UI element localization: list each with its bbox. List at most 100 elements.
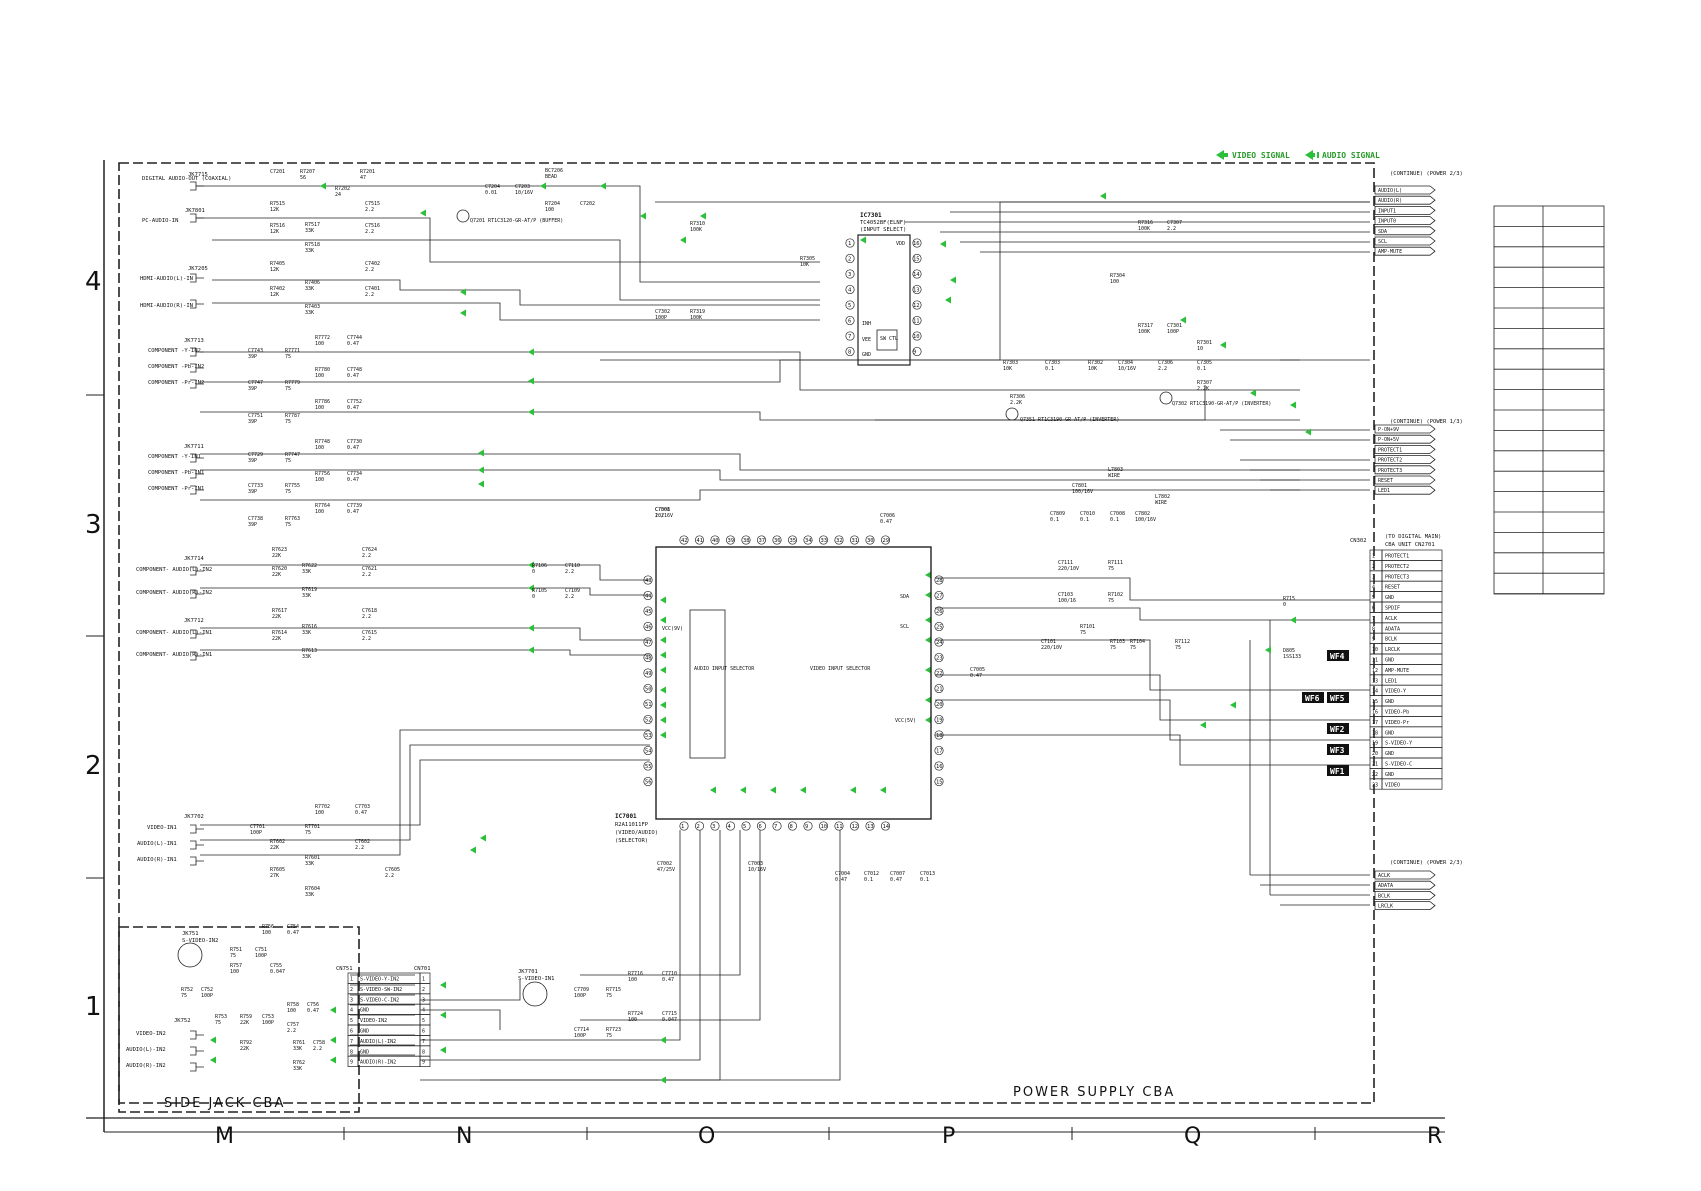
wf4-marker: WF4 bbox=[1330, 652, 1345, 661]
component-ref: R7403 bbox=[305, 304, 320, 310]
component-value: 33K bbox=[305, 248, 314, 254]
component-ref: R7613 bbox=[302, 648, 317, 654]
component-ref: R7306 bbox=[1010, 394, 1025, 400]
component-value: 100 bbox=[315, 405, 324, 411]
ic7001-pin-left-num: 47 bbox=[645, 640, 652, 646]
component-ref: R7106 bbox=[532, 563, 547, 569]
ic7301-pin-left-num: 7 bbox=[848, 334, 851, 340]
signal-arrow-icon bbox=[478, 466, 484, 474]
ic7301-pin-left-num: 3 bbox=[848, 272, 851, 278]
ic7001-ref: IC7001 bbox=[615, 813, 637, 820]
jack-icon bbox=[190, 181, 204, 191]
component-value: 0 bbox=[1283, 602, 1286, 608]
component-value: 75 bbox=[606, 1033, 612, 1039]
component-value: 75 bbox=[285, 522, 291, 528]
component-value: 22K bbox=[272, 614, 281, 620]
component-ref: C7739 bbox=[347, 503, 362, 509]
ic7001-pin-right-num: 19 bbox=[936, 718, 943, 724]
ic7301-pin-left-num: 2 bbox=[848, 257, 851, 263]
bottom-signal-text: ADATA bbox=[1378, 883, 1393, 889]
component-value: 2.2K bbox=[1010, 400, 1022, 406]
jack-icon bbox=[190, 856, 204, 866]
component-ref: R7617 bbox=[272, 608, 287, 614]
cn302-pin-number: 9 bbox=[1372, 637, 1375, 643]
component-ref: D805 bbox=[1283, 648, 1295, 654]
component-value: 75 bbox=[1108, 598, 1114, 604]
ic7001-pin-top-num: 33 bbox=[821, 538, 828, 544]
ic7001-pin-bottom-num: 2 bbox=[697, 824, 700, 830]
component-ref: C7303 bbox=[1045, 360, 1060, 366]
ic7001-pin-bottom bbox=[849, 821, 860, 831]
ic7001-pin-top-num: 30 bbox=[867, 538, 874, 544]
component-ref: C7004 bbox=[835, 871, 850, 877]
signal-arrow-icon bbox=[330, 1036, 336, 1044]
cn302-pin-signal: S-VIDEO-C bbox=[1385, 762, 1412, 768]
component-value: 0.1 bbox=[864, 877, 873, 883]
mid-signal-text: PROTECT3 bbox=[1378, 468, 1402, 474]
ic7301-pin-right bbox=[912, 315, 922, 326]
ic7001-pin-right-num: 28 bbox=[936, 578, 943, 584]
ic7301-gnd: GND bbox=[862, 352, 871, 358]
sj-pin-number-right: 9 bbox=[422, 1060, 425, 1066]
jack-icon bbox=[190, 485, 204, 495]
component-value: 100P bbox=[255, 953, 267, 959]
component-value: 0.47 bbox=[890, 877, 902, 883]
component-value: 39P bbox=[248, 458, 257, 464]
cn302-pin-signal: ACLK bbox=[1385, 616, 1397, 622]
component-ref: C7304 bbox=[1118, 360, 1133, 366]
sj-pin-number-right: 4 bbox=[422, 1008, 425, 1014]
component-value: 100 bbox=[315, 373, 324, 379]
component-value: 75 bbox=[606, 993, 612, 999]
component-value: 39P bbox=[248, 522, 257, 528]
sj-pin-number: 6 bbox=[350, 1029, 353, 1035]
signal-arrow-icon bbox=[925, 666, 931, 674]
component-audio-l-in1-label: COMPONENT- AUDIO(L)-IN1 bbox=[136, 630, 212, 636]
ic7001-pin-right bbox=[934, 683, 944, 694]
cn751-label: CN751 bbox=[336, 966, 353, 972]
right-grid-rows bbox=[1494, 225, 1604, 594]
jk7801-label: JK7801 bbox=[185, 208, 205, 214]
component-ref: R7724 bbox=[628, 1011, 643, 1017]
component-pb-in2-label: COMPONENT -Pb-IN2 bbox=[148, 364, 204, 370]
component-ref: C7402 bbox=[365, 261, 380, 267]
component-ref: R7302 bbox=[1088, 360, 1103, 366]
audio-r-in1-label: AUDIO(R)-IN1 bbox=[137, 857, 177, 863]
component-value: 33K bbox=[293, 1046, 302, 1052]
signal-arrow-icon bbox=[478, 449, 484, 457]
component-ref: R7406 bbox=[305, 280, 320, 286]
jack-icon bbox=[190, 1030, 204, 1040]
component-ref: C7516 bbox=[365, 223, 380, 229]
digital-audio-out-label: DIGITAL AUDIO-OUT (COAXIAL) bbox=[142, 176, 231, 182]
cn302-pin-signal: GND bbox=[1385, 730, 1394, 736]
signal-arrow-icon bbox=[660, 596, 666, 604]
ic7001-pin-right bbox=[934, 590, 944, 601]
component-ref: C7710 bbox=[662, 971, 677, 977]
signal-arrow-icon bbox=[770, 786, 776, 794]
component-value: 2.2 bbox=[355, 845, 364, 851]
component-value: 10K bbox=[1088, 366, 1097, 372]
ic7001-pin-bottom bbox=[865, 821, 875, 831]
mid-signal-text: RESET bbox=[1378, 478, 1393, 484]
component-ref: C751 bbox=[255, 947, 267, 953]
component-value: 22K bbox=[272, 636, 281, 642]
component-value: 10K bbox=[800, 262, 809, 268]
sj-pin-box-right bbox=[419, 1055, 431, 1067]
top-signal-text: SCL bbox=[1378, 239, 1387, 245]
component-ref: R7747 bbox=[285, 452, 300, 458]
component-value: 75 bbox=[285, 386, 291, 392]
component-value: 39P bbox=[248, 489, 257, 495]
ic7001-pin-right-num: 27 bbox=[936, 594, 943, 600]
mid-signal-text: LED1 bbox=[1378, 488, 1390, 494]
signal-arrow-icon bbox=[850, 786, 856, 794]
ic7001-pin-left-num: 56 bbox=[645, 780, 652, 786]
jk7713-label: JK7713 bbox=[184, 338, 204, 344]
component-ref: R752 bbox=[181, 987, 193, 993]
component-ref: R7207 bbox=[300, 169, 315, 175]
ic7001-pin-bottom-num: 5 bbox=[743, 824, 746, 830]
component-ref: R7787 bbox=[285, 413, 300, 419]
signal-arrow-icon bbox=[740, 786, 746, 794]
signal-arrow-icon bbox=[945, 296, 951, 304]
cn302-pin-signal: AMP-MUTE bbox=[1385, 668, 1409, 674]
jk751-label: JK751 bbox=[182, 931, 199, 937]
